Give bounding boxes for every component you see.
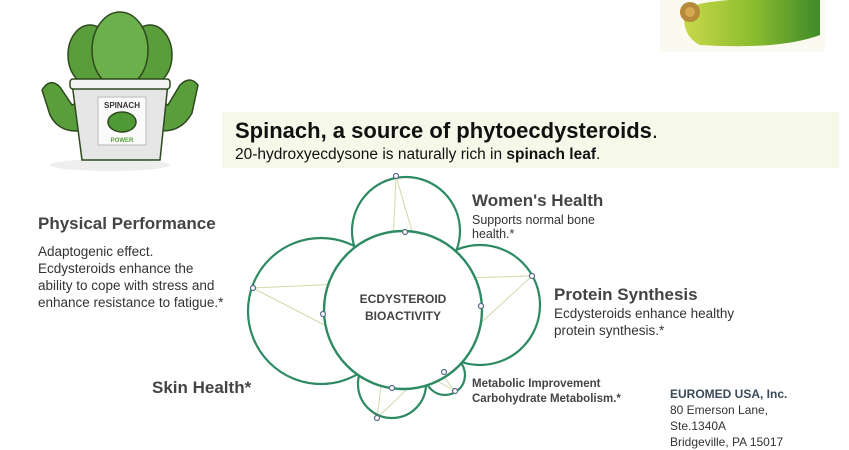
- company-address: EUROMED USA, Inc. 80 Emerson Lane,Ste.13…: [670, 387, 788, 449]
- womens-heading: Women's Health: [472, 191, 604, 210]
- section-skin-health: Skin Health*: [152, 378, 252, 397]
- spinach-power-mascot: SPINACH POWER: [41, 11, 199, 171]
- section-physical-performance: Physical Performance Adaptogenic effect.…: [38, 214, 224, 310]
- spinach-photo: [660, 0, 825, 52]
- title-banner: [222, 112, 839, 168]
- bioactivity-diagram: [246, 172, 542, 422]
- logo-label-top: SPINACH: [104, 101, 140, 110]
- protein-heading: Protein Synthesis: [554, 285, 698, 304]
- page-subtitle: 20-hydroxyecdysone is naturally rich in …: [235, 146, 601, 163]
- company-name: EUROMED USA, Inc.: [670, 387, 788, 401]
- physical-heading: Physical Performance: [38, 214, 216, 233]
- logo-label-bottom: POWER: [111, 138, 134, 144]
- page-title: Spinach, a source of phytoecdysteroids.: [235, 118, 659, 143]
- section-protein-synthesis: Protein Synthesis Ecdysteroids enhance h…: [554, 285, 735, 338]
